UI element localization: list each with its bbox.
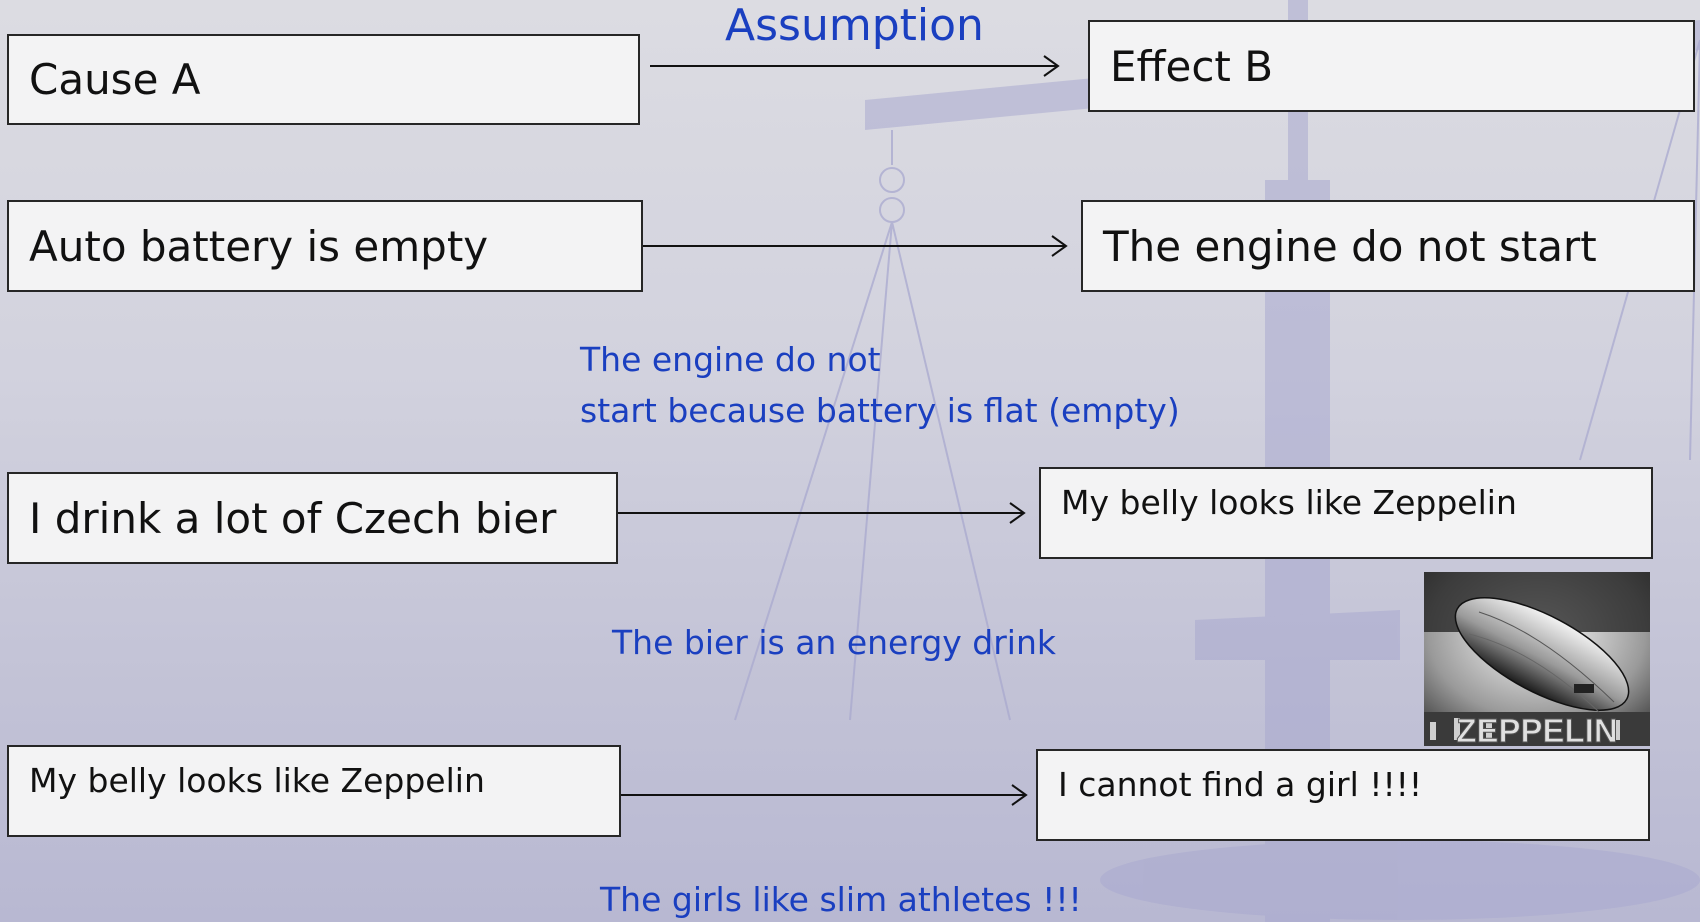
effect-box-2: The engine do not start: [1081, 200, 1695, 292]
cause-text-1: Cause A: [29, 55, 201, 104]
cause-text-3: I drink a lot of Czech bier: [29, 493, 557, 543]
zeppelin-photo: ZEPPELIN: [1424, 572, 1650, 746]
effect-text-4: I cannot find a girl !!!!: [1058, 765, 1423, 804]
effect-text-3: My belly looks like Zeppelin: [1061, 483, 1517, 522]
arrowhead-row-3: [1009, 502, 1026, 524]
cause-box-4: My belly looks like Zeppelin: [7, 745, 621, 837]
assumption-note-2: The engine do not start because battery …: [580, 334, 1180, 436]
effect-box-4: I cannot find a girl !!!!: [1036, 749, 1650, 841]
assumption-note-2-line-2: start because battery is flat (empty): [580, 391, 1180, 430]
cause-box-2: Auto battery is empty: [7, 200, 643, 292]
assumption-note-4: The girls like slim athletes !!!: [600, 880, 1082, 919]
effect-text-2: The engine do not start: [1103, 221, 1597, 271]
assumption-header: Assumption: [725, 0, 984, 51]
cause-box-3: I drink a lot of Czech bier: [7, 472, 618, 564]
assumption-note-2-line-1: The engine do not: [580, 340, 881, 379]
zeppelin-caption: ZEPPELIN: [1456, 712, 1617, 746]
arrowhead-row-4: [1011, 784, 1028, 806]
cause-text-2: Auto battery is empty: [29, 221, 489, 271]
effect-box-1: Effect B: [1088, 20, 1695, 112]
arrowhead-row-2: [1051, 235, 1068, 257]
effect-box-3: My belly looks like Zeppelin: [1039, 467, 1653, 559]
assumption-note-3: The bier is an energy drink: [612, 623, 1057, 662]
effect-text-1: Effect B: [1110, 41, 1274, 91]
cause-box-1: Cause A: [7, 34, 640, 125]
arrowhead-row-1: [1043, 55, 1060, 77]
cause-text-4: My belly looks like Zeppelin: [29, 761, 485, 800]
